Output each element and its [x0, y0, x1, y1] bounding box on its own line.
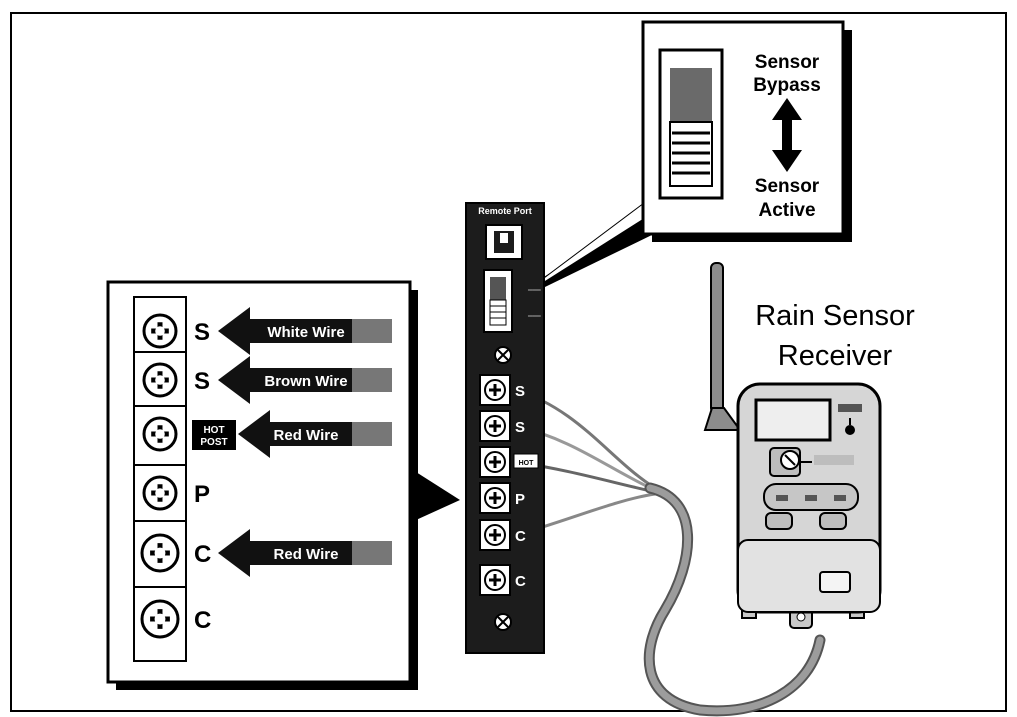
receiver-display	[754, 398, 832, 442]
panel-switch-top-text: ═══	[527, 288, 542, 294]
panel-terminal-label: S	[515, 383, 525, 400]
terminal-label: S	[194, 368, 210, 395]
panel-terminal-label: C	[515, 573, 526, 590]
antenna-icon	[703, 262, 742, 431]
screw-terminal-icon	[479, 482, 511, 514]
switch-slider[interactable]	[669, 121, 713, 187]
panel-terminal-label: HOT	[519, 460, 535, 467]
terminal-callout-pointer	[405, 465, 460, 525]
screw-terminal-icon	[140, 533, 180, 573]
receiver-logo	[819, 571, 851, 593]
left-arrow-icon	[218, 356, 392, 404]
double-arrow-icon	[772, 98, 802, 172]
panel-terminal-label: S	[515, 419, 525, 436]
status-led	[845, 425, 855, 435]
screw-terminal-icon	[142, 362, 178, 398]
left-arrow-icon	[238, 410, 392, 458]
left-arrow-icon	[218, 307, 392, 355]
screw-terminal-icon	[479, 446, 511, 478]
switch-callout: Sensor Bypass Sensor Active	[641, 20, 852, 242]
wire-label: Red Wire	[274, 427, 339, 444]
screw-terminal-icon	[142, 416, 178, 452]
remote-port-jack-icon[interactable]	[485, 224, 523, 260]
bypass-switch[interactable]	[483, 269, 513, 333]
terminal-label: C	[194, 607, 211, 634]
screw-terminal-icon	[479, 410, 511, 442]
panel-terminal-label: P	[515, 491, 525, 508]
receiver-button-row[interactable]	[763, 483, 859, 511]
terminal-label: S	[194, 319, 210, 346]
terminal-label: P	[194, 481, 210, 508]
screw-terminal-icon	[142, 475, 178, 511]
left-arrow-icon	[218, 529, 392, 577]
screw-terminal-icon	[140, 599, 180, 639]
wire-label: White Wire	[267, 324, 344, 341]
sensor-active-label-line2: Active	[758, 200, 815, 221]
terminal-label: C	[194, 541, 211, 568]
sensor-bypass-label-line1: Sensor	[755, 52, 820, 73]
wire-label: Brown Wire	[264, 373, 347, 390]
receiver-title-line1: Rain Sensor	[755, 300, 915, 332]
panel-terminal-label: C	[515, 528, 526, 545]
remote-port-header: Remote Port	[478, 206, 532, 216]
receiver-dial[interactable]	[769, 447, 854, 477]
receiver-title-line2: Receiver	[778, 340, 893, 372]
rain-sensor-receiver	[736, 382, 882, 629]
wire-label: Red Wire	[274, 546, 339, 563]
screw-terminal-icon	[479, 519, 511, 551]
screw-terminal-icon	[479, 374, 511, 406]
receiver-right-button[interactable]	[819, 512, 847, 530]
receiver-left-button[interactable]	[765, 512, 793, 530]
panel-switch-bottom-text: ═══	[527, 314, 542, 320]
screw-terminal-icon	[479, 564, 511, 596]
hot-post-label-line2: POST	[200, 437, 227, 448]
sensor-bypass-label-line2: Bypass	[753, 75, 821, 96]
panel-terminals: S S HOT P C C	[479, 374, 539, 596]
terminal-screws	[134, 313, 186, 639]
hot-post-label-line1: HOT	[203, 425, 224, 436]
screw-terminal-icon	[142, 313, 178, 349]
sensor-active-label-line1: Sensor	[755, 176, 820, 197]
